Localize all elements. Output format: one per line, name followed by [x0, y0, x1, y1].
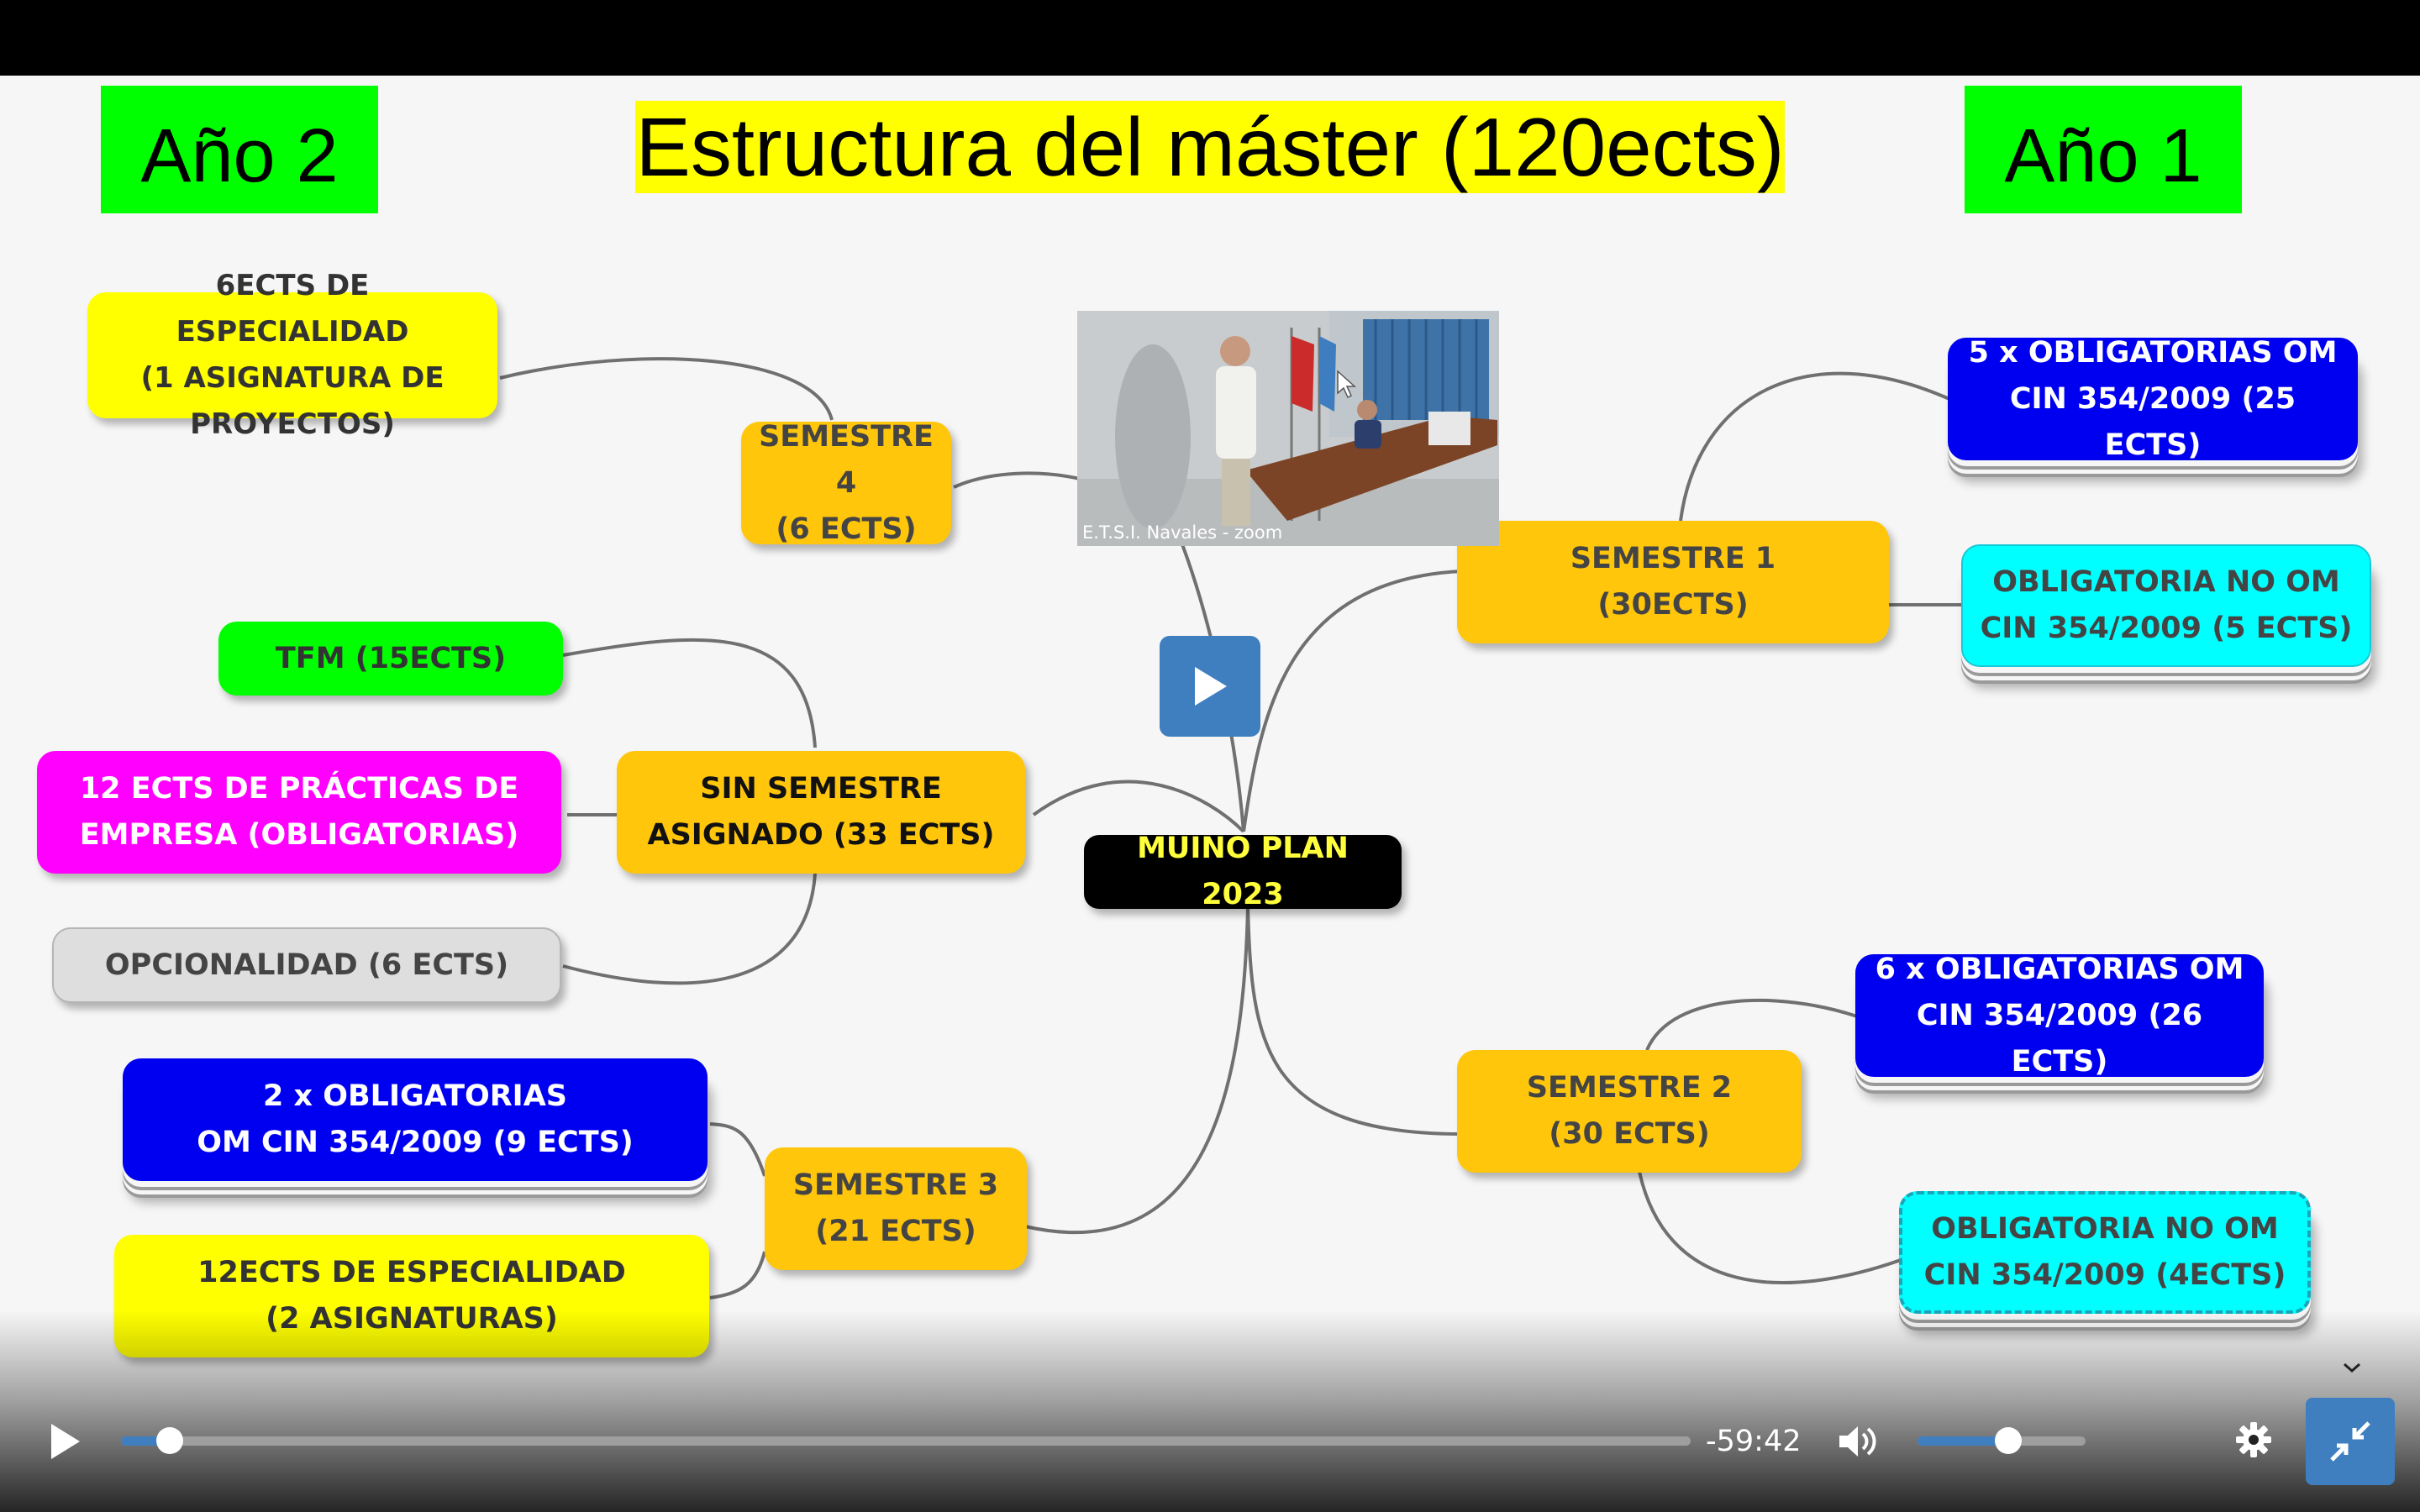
- gear-icon: [2236, 1422, 2271, 1457]
- slide-title: Estructura del máster (120ects): [635, 101, 1785, 193]
- node-opcionalidad: OPCIONALIDAD (6 ECTS): [52, 927, 561, 1003]
- volume-icon: [1839, 1426, 1876, 1457]
- mouse-cursor-icon: [1337, 370, 1356, 399]
- top-letterbox: [0, 0, 2420, 76]
- volume-button[interactable]: [1833, 1420, 1881, 1463]
- play-icon: [51, 1424, 80, 1459]
- play-icon: [1195, 667, 1227, 706]
- progress-handle[interactable]: [155, 1427, 183, 1454]
- node-semestre-1: SEMESTRE 1(30ECTS): [1457, 521, 1889, 643]
- volume-slider[interactable]: [1918, 1427, 2086, 1454]
- node-semestre-3: SEMESTRE 3(21 ECTS): [765, 1147, 1027, 1270]
- camera-overlay[interactable]: E.T.S.I. Navales - zoom: [1077, 311, 1499, 546]
- node-semestre-4: SEMESTRE 4(6 ECTS): [741, 420, 951, 546]
- center-play-button[interactable]: [1160, 636, 1260, 737]
- player-controls: [0, 1310, 2420, 1512]
- mindmap-connectors: [499, 357, 1962, 1299]
- exit-fullscreen-icon: [2330, 1421, 2370, 1462]
- node-semestre-2: SEMESTRE 2(30 ECTS): [1457, 1050, 1802, 1173]
- camera-label: E.T.S.I. Navales - zoom: [1082, 522, 1283, 543]
- year-badge-right: Año 1: [1965, 86, 2242, 213]
- camera-scene: [1077, 311, 1499, 546]
- exit-fullscreen-button[interactable]: [2306, 1398, 2395, 1485]
- play-button[interactable]: [37, 1416, 92, 1467]
- time-remaining: -59:42: [1706, 1425, 1802, 1458]
- node-center: MUINO PLAN 2023: [1084, 832, 1402, 911]
- year-badge-left: Año 2: [101, 86, 378, 213]
- settings-button[interactable]: [2232, 1418, 2275, 1462]
- slide-frame[interactable]: Año 2 Estructura del máster (120ects) Añ…: [0, 76, 2420, 1512]
- node-tfm: TFM (15ECTS): [218, 622, 563, 696]
- chevron-down-icon[interactable]: [2339, 1357, 2365, 1378]
- progress-bar[interactable]: [121, 1427, 1691, 1454]
- volume-fill: [1918, 1436, 2008, 1446]
- progress-fill: [121, 1436, 170, 1446]
- volume-handle[interactable]: [1995, 1427, 2022, 1454]
